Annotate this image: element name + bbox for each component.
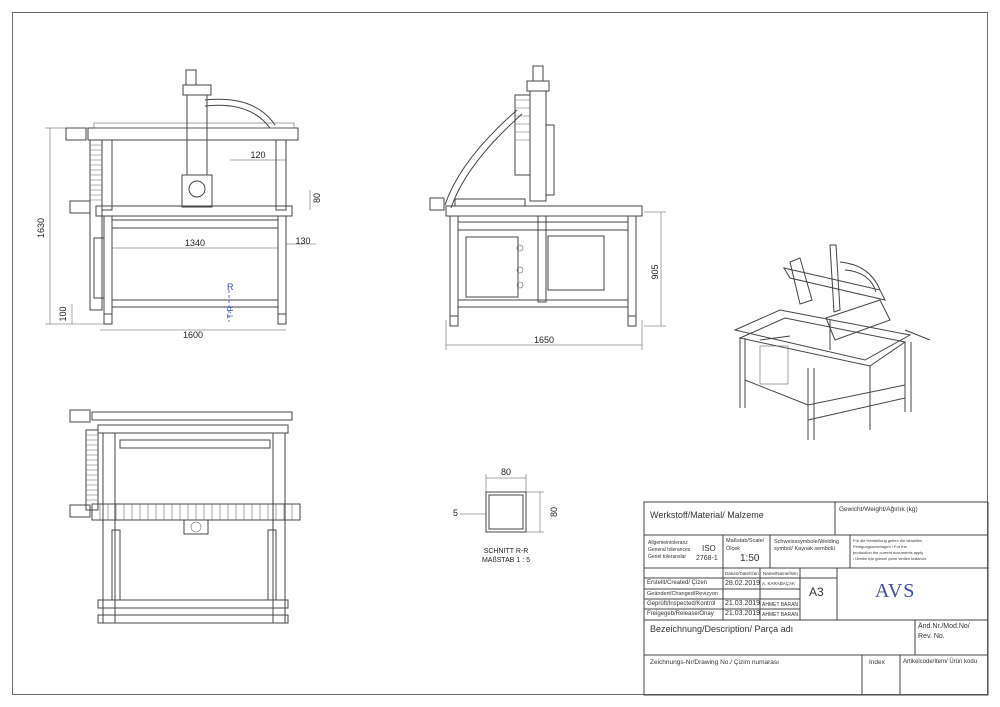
side-width-dimension: 1650	[534, 335, 554, 345]
welding-label-1: Schweisssymbole/Welding	[774, 539, 840, 545]
designation-label: Bezeichnung/Description/ Parça adı	[650, 624, 794, 634]
drawing-number-label: Zeichnungs-Nr/Drawing No./ Çizim numaras…	[650, 659, 779, 666]
checked-label: Geprüft/Inspected/Kontrol	[647, 601, 716, 607]
sheet-size: A3	[809, 585, 824, 599]
tolerance-label-1: Allgemeintoleranz	[648, 540, 688, 546]
article-code-label: Artikelcode/Item/ Ürün kodu	[903, 659, 978, 665]
profile-width-dimension: 80	[501, 467, 511, 477]
scale-value: 1:50	[740, 553, 760, 564]
section-caption-scale: MAßSTAB 1 : 5	[482, 557, 530, 564]
front-height-dimension: 1630	[36, 218, 46, 238]
front-side-dimension: 130	[295, 236, 310, 246]
welding-label-2: symbol/ Kaynak sembolü	[774, 546, 836, 552]
section-mark: R	[227, 282, 234, 292]
isometric-view	[733, 244, 931, 440]
weight-label: Gewicht/Weight/Ağırlık (kg)	[839, 506, 918, 513]
side-view: 1650 905	[429, 65, 666, 350]
changed-label: Geändert/Changed/Revizyon	[647, 591, 718, 597]
profile-wall-dimension: 5	[453, 508, 458, 518]
revision-label-1: Änd.Nr./Mod.No/	[918, 623, 970, 630]
production-note-3: production the current documents apply	[853, 550, 924, 555]
side-height-dimension: 905	[650, 264, 660, 279]
released-name: AHMET BARAN	[762, 612, 799, 618]
profile-height-dimension: 80	[549, 507, 559, 517]
index-label: Index	[869, 659, 885, 666]
front-beam-dimension: 80	[312, 193, 322, 203]
profile-section: 80 80 5 SCHNITT R-R MAßSTAB 1 : 5	[453, 467, 559, 564]
front-width-dimension: 1600	[183, 330, 203, 340]
top-view	[69, 409, 301, 624]
checked-date: 21.03.2019	[725, 600, 761, 607]
front-view: 1630 1600 120 80 1340 130 100 R T-R	[36, 69, 322, 340]
created-name: A. KARABAÇAK	[762, 581, 796, 586]
avs-logo: AVS	[875, 580, 916, 602]
released-date: 21.03.2019	[725, 610, 761, 617]
tolerance-label-3: Genel toleranslar	[648, 554, 687, 560]
tolerance-label-2: General tolerances	[648, 547, 691, 553]
created-label: Erstellt/Created/ Çizen	[647, 580, 708, 586]
scale-label-2: Ölçek	[726, 546, 741, 552]
iso-number: 2768-1	[696, 555, 718, 562]
name-header: Name/Name/İsim	[763, 571, 798, 576]
front-span-dimension: 1340	[185, 238, 205, 248]
section-tag: T-R	[226, 305, 235, 318]
section-caption-title: SCHNITT R-R	[484, 548, 529, 555]
title-block-grid	[643, 501, 989, 696]
checked-name: AHMET BARAN	[762, 602, 799, 608]
material-label: Werkstoff/Material/ Malzeme	[650, 510, 764, 520]
revision-label-2: Rev. No.	[918, 633, 945, 640]
created-date: 28.02.2019	[725, 580, 761, 587]
iso-label: ISO	[702, 544, 716, 553]
production-note-4: / Üretim için güncel çizim verileri kull…	[853, 556, 927, 561]
released-label: Freigegeb/Release/Onay	[647, 611, 714, 617]
drawing-sheet-border	[12, 12, 988, 695]
production-note-2: Fertigungsunterlagen / For the	[853, 544, 907, 549]
scale-label-1: Maßstab/Scale/	[726, 538, 765, 544]
front-foot-dimension: 100	[58, 306, 68, 321]
production-note-1: Für die Herstellung gelten die aktuellen	[853, 538, 923, 543]
date-header: Datum/Date/Gün	[725, 571, 759, 576]
front-offset-dimension: 120	[250, 150, 265, 160]
